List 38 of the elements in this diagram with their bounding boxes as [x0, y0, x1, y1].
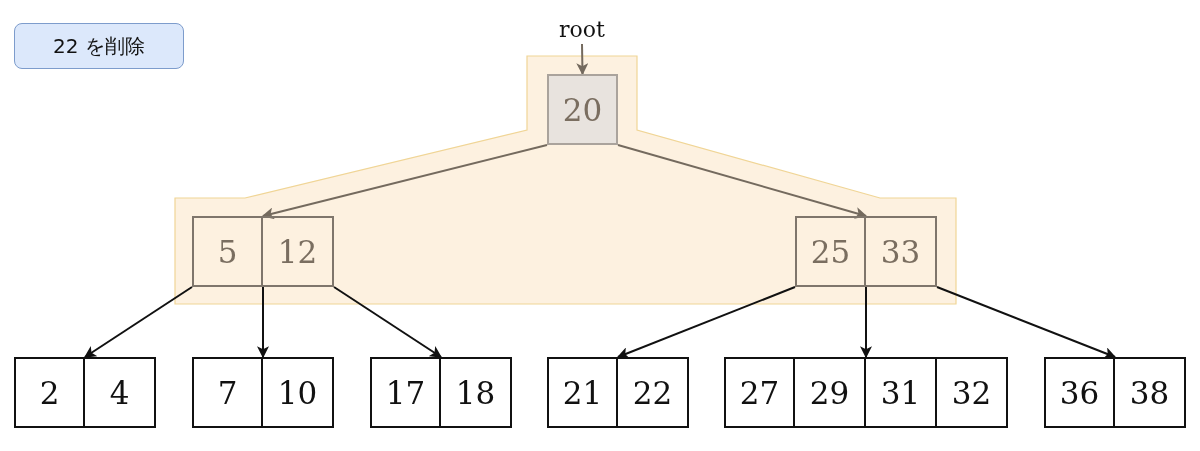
pointer-label: root: [545, 14, 619, 44]
btree-node: [14, 357, 156, 428]
btree-node: [192, 216, 334, 287]
key-cell: 21: [547, 357, 618, 428]
key-cell: 29: [795, 357, 866, 428]
btree-node: [724, 357, 1008, 428]
key-cell: 17: [370, 357, 441, 428]
key-cell: 18: [441, 357, 512, 428]
arrow: [84, 286, 193, 358]
key-cell: 5: [192, 216, 263, 287]
arrow: [860, 286, 872, 359]
key-cell: 12: [263, 216, 334, 287]
arrow: [261, 144, 548, 220]
arrow: [576, 43, 589, 76]
arrow: [617, 144, 868, 219]
key-cell: 22: [618, 357, 689, 428]
btree-node: [547, 357, 689, 428]
key-cell: 2: [14, 357, 85, 428]
key-cell: 20: [547, 74, 618, 145]
key-cell: 7: [192, 357, 263, 428]
arrow: [936, 286, 1117, 359]
key-cell: 36: [1044, 357, 1115, 428]
key-cell: 25: [795, 216, 866, 287]
key-cell: 27: [724, 357, 795, 428]
operation-label: 22 を削除: [14, 23, 184, 69]
btree-node: [370, 357, 512, 428]
arrow: [616, 286, 796, 359]
key-cell: 4: [85, 357, 156, 428]
key-cell: 33: [866, 216, 937, 287]
btree-node: [192, 357, 334, 428]
key-cell: 31: [866, 357, 937, 428]
btree-node: [795, 216, 937, 287]
arrow: [257, 286, 269, 359]
key-cell: 32: [937, 357, 1008, 428]
key-cell: 38: [1115, 357, 1186, 428]
btree-node: [1044, 357, 1186, 428]
key-cell: 10: [263, 357, 334, 428]
arrow: [333, 286, 442, 358]
